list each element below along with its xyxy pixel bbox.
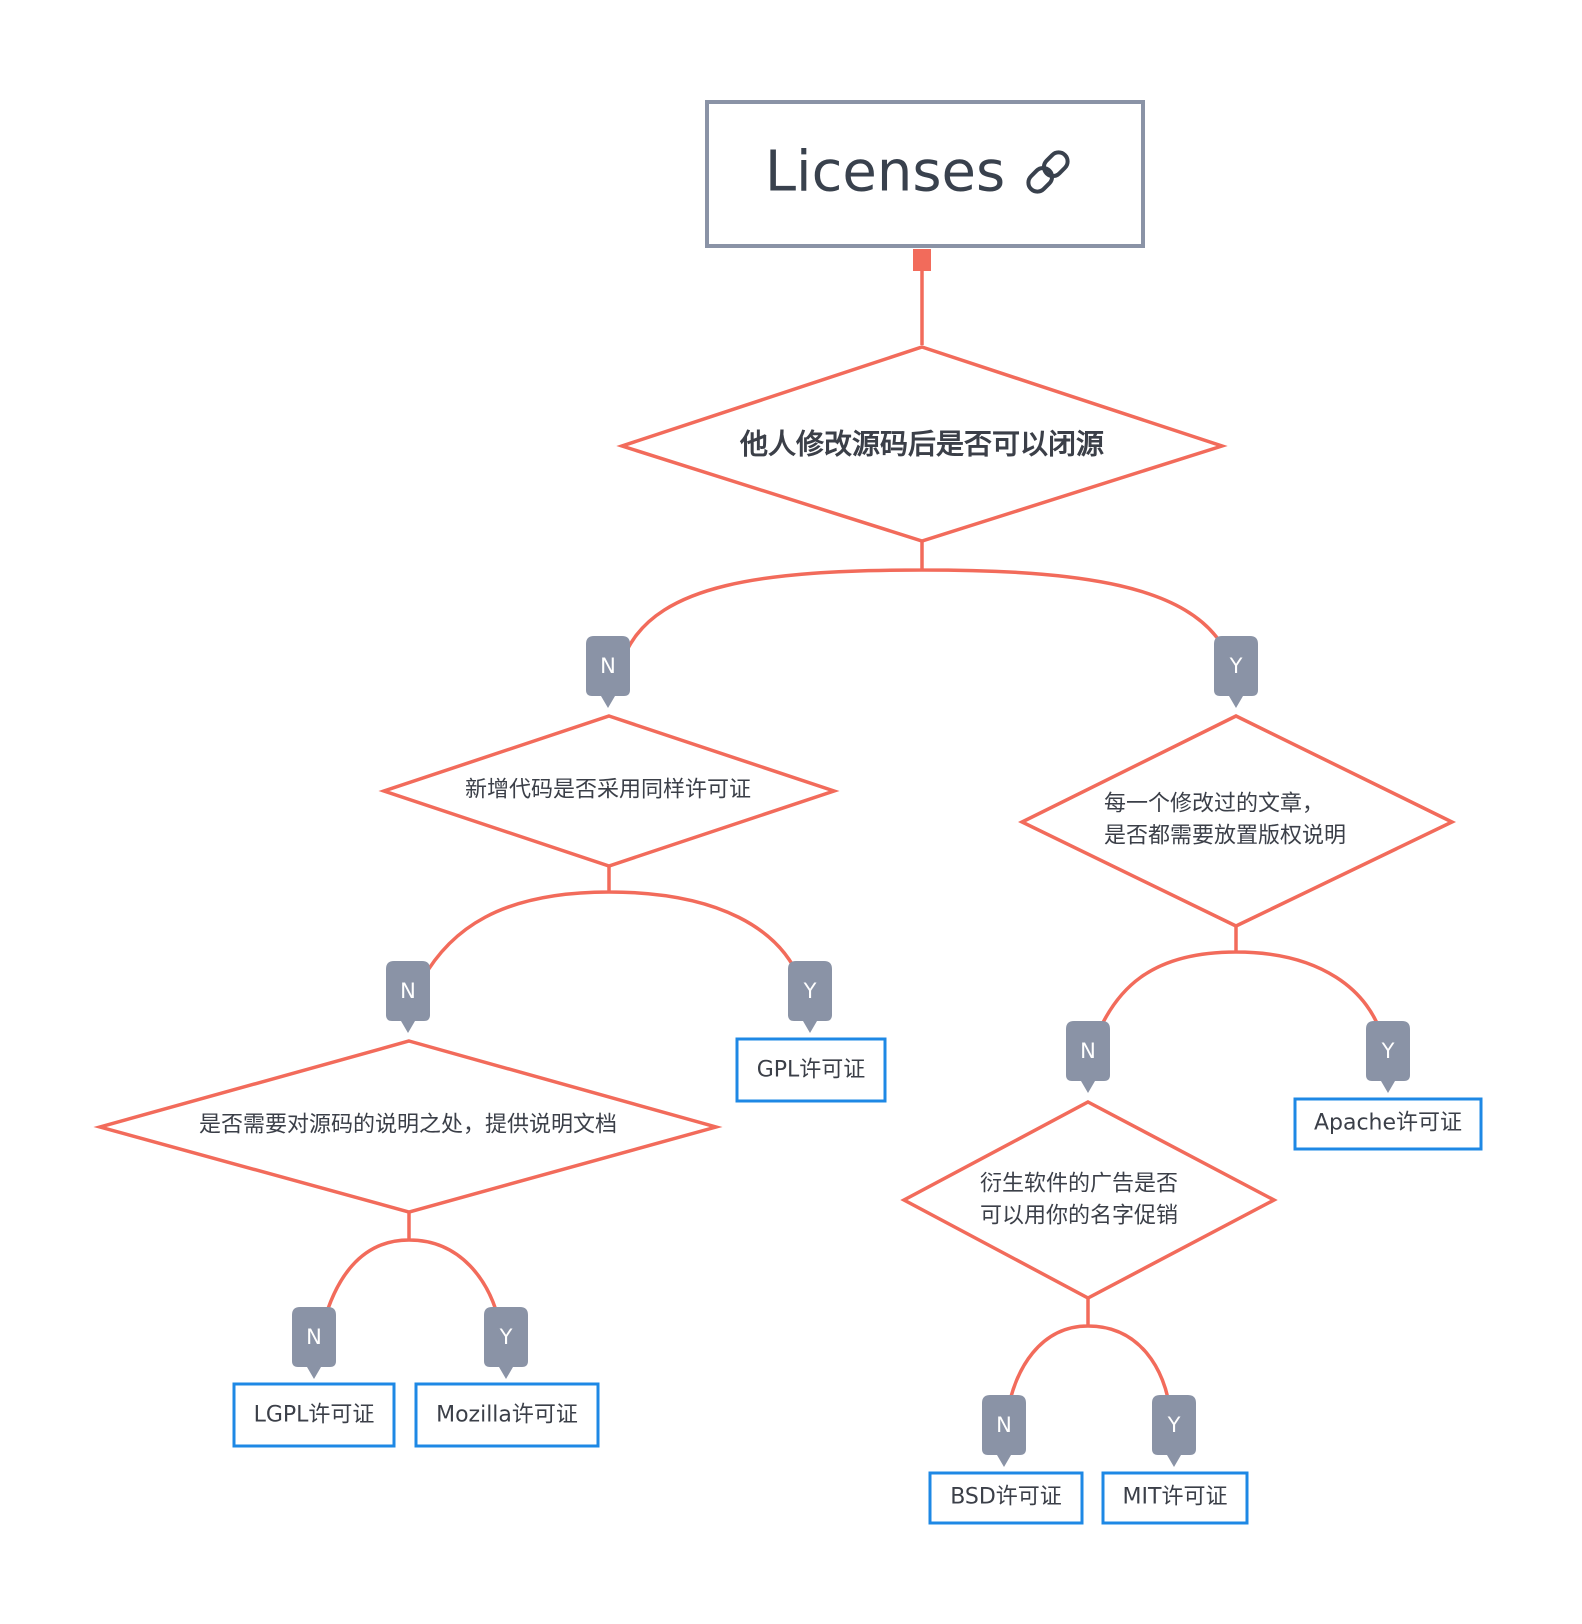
question-q5-line-1: 衍生软件的广告是否: [980, 1172, 1178, 1197]
license-mit-label: MIT许可证: [1123, 1485, 1228, 1510]
question-q1[interactable]: 他人修改源码后是否可以闭源: [616, 345, 1228, 543]
svg-text:N: N: [400, 979, 416, 1003]
link-icon[interactable]: [1025, 149, 1072, 196]
svg-text:N: N: [600, 654, 616, 678]
question-q1-text: 他人修改源码后是否可以闭源: [739, 428, 1104, 461]
question-q3-line-1: 每一个修改过的文章，: [1104, 792, 1324, 817]
question-q2[interactable]: 新增代码是否采用同样许可证: [378, 714, 840, 868]
tag-q5-yes: Y: [1152, 1395, 1196, 1467]
license-lgpl-label: LGPL许可证: [254, 1403, 375, 1428]
connector-q4-branches: [321, 1212, 502, 1326]
root-connector-handle: [913, 249, 931, 271]
connector-q1-branches: [625, 541, 1227, 651]
tag-q1-yes: Y: [1214, 636, 1258, 708]
tag-q4-yes: Y: [484, 1307, 528, 1379]
tag-q4-no: N: [292, 1307, 336, 1379]
license-mit[interactable]: MIT许可证: [1101, 1471, 1249, 1525]
svg-text:Y: Y: [803, 979, 817, 1003]
question-q3[interactable]: 每一个修改过的文章， 是否都需要放置版权说明: [1018, 714, 1457, 928]
license-gpl[interactable]: GPL许可证: [735, 1037, 887, 1103]
connector-q3-branches: [1093, 926, 1385, 1041]
license-mozilla-label: Mozilla许可证: [436, 1403, 578, 1428]
svg-text:N: N: [1080, 1039, 1096, 1063]
svg-text:Y: Y: [1167, 1413, 1181, 1437]
question-q5[interactable]: 衍生软件的广告是否 可以用你的名字促销: [900, 1100, 1278, 1300]
svg-text:N: N: [306, 1325, 322, 1349]
license-apache-label: Apache许可证: [1314, 1111, 1462, 1136]
root-title: Licenses: [765, 140, 1005, 205]
root-box: [705, 100, 1145, 248]
diamond-q3: [1018, 714, 1457, 928]
license-bsd[interactable]: BSD许可证: [928, 1471, 1084, 1525]
license-mozilla[interactable]: Mozilla许可证: [414, 1382, 600, 1448]
license-gpl-label: GPL许可证: [757, 1058, 866, 1083]
diamond-q4: [93, 1039, 723, 1214]
license-apache[interactable]: Apache许可证: [1293, 1097, 1483, 1151]
tag-q3-no: N: [1066, 1021, 1110, 1093]
tag-q5-no: N: [982, 1395, 1026, 1467]
connector-q2-branches: [420, 866, 802, 981]
diamond-q2: [378, 714, 840, 868]
svg-text:N: N: [996, 1413, 1012, 1437]
question-q3-line-2: 是否都需要放置版权说明: [1104, 824, 1346, 849]
license-lgpl[interactable]: LGPL许可证: [232, 1382, 396, 1448]
question-q5-line-2: 可以用你的名字促销: [980, 1204, 1178, 1229]
question-q4-text: 是否需要对源码的说明之处，提供说明文档: [199, 1113, 617, 1138]
tag-q1-no: N: [586, 636, 630, 708]
root-node[interactable]: Licenses: [705, 100, 1145, 248]
license-bsd-label: BSD许可证: [950, 1485, 1062, 1510]
svg-text:Y: Y: [1381, 1039, 1395, 1063]
tag-q2-yes: Y: [788, 961, 832, 1033]
svg-text:Y: Y: [1229, 654, 1243, 678]
question-q4[interactable]: 是否需要对源码的说明之处，提供说明文档: [93, 1039, 723, 1214]
svg-text:Y: Y: [499, 1325, 513, 1349]
diamond-q1: [616, 345, 1228, 543]
diamond-q5: [900, 1100, 1278, 1300]
tag-q3-yes: Y: [1366, 1021, 1410, 1093]
question-q2-text: 新增代码是否采用同样许可证: [465, 778, 751, 803]
tag-q2-no: N: [386, 961, 430, 1033]
connector-q5-branches: [1006, 1298, 1172, 1411]
